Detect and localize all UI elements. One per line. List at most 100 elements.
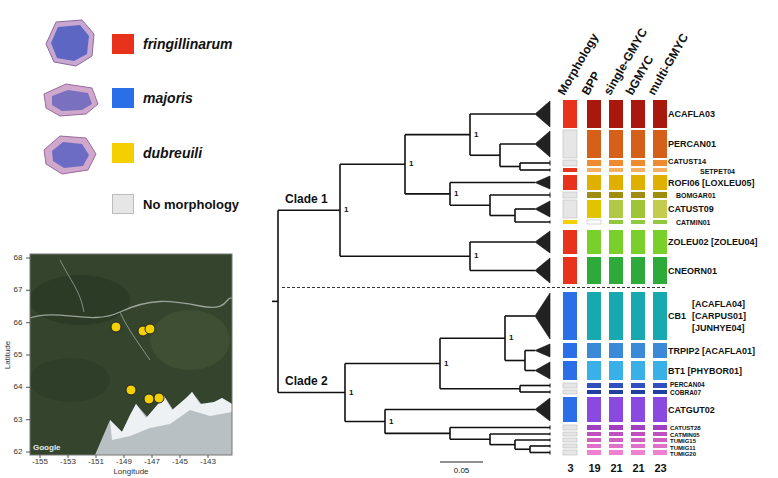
lineage-bar (609, 383, 623, 388)
lineage-bar (631, 168, 645, 172)
tree-branch (489, 434, 491, 445)
legend-swatch (112, 88, 134, 108)
tree-branch (340, 255, 470, 257)
axis-tick-label: 64 (14, 383, 23, 391)
lineage-bar (631, 450, 645, 455)
lineage-label: [CARPUS01] (692, 312, 746, 321)
tree-branch (520, 162, 550, 164)
axis-title: Latitude (4, 341, 12, 369)
graphic-part (26, 355, 30, 356)
tree-branch (440, 388, 520, 390)
collapsed-clade (535, 101, 550, 127)
support-value: 1 (349, 389, 353, 397)
mountains (95, 392, 232, 455)
scale-bar (440, 461, 483, 462)
tree-branch (524, 351, 526, 371)
lineage-bar (563, 257, 577, 284)
tree-branch (530, 452, 550, 454)
map-frame (30, 254, 232, 455)
axis-tick-label: 67 (14, 286, 23, 294)
lineage-bar (653, 343, 667, 358)
lineage-bar (631, 192, 645, 198)
lineage-bar (631, 361, 645, 380)
lineage-bar (563, 390, 577, 394)
graphic-part (26, 322, 30, 323)
lineage-bar (563, 450, 577, 455)
collapsed-clade (535, 231, 550, 253)
lineage-label: PERCAN04 (670, 382, 705, 389)
scale-label: 0.05 (454, 467, 470, 475)
tree-branch (449, 183, 451, 206)
support-value: 1 (389, 418, 393, 426)
tree-branch (450, 439, 490, 441)
tree-branch (520, 385, 550, 387)
tree-branch (385, 409, 535, 411)
tree-branch (340, 163, 405, 165)
lineage-bar (587, 130, 601, 158)
lineage-bar (653, 450, 667, 455)
lineage-bar (587, 230, 601, 254)
lineage-bar (653, 200, 667, 218)
support-value: 1 (409, 160, 413, 168)
lineage-bar (609, 292, 623, 340)
support-value: 1 (444, 360, 448, 368)
lineage-bar (631, 200, 645, 218)
tree-branch (515, 439, 550, 441)
lineage-label: TRPIP2 [ACAFLA01] (668, 346, 755, 355)
lineage-bar (653, 175, 667, 190)
legend-swatch (112, 34, 134, 54)
lineage-bar (653, 230, 667, 254)
tree-branch (515, 448, 530, 450)
lineage-label: CATUST14 (668, 158, 706, 166)
tree-branch (514, 209, 516, 222)
tree-branch (504, 316, 506, 361)
tree-branch (404, 135, 406, 194)
lineage-bar (631, 444, 645, 448)
lineage-bar (563, 192, 577, 198)
tree-branch (530, 445, 550, 447)
clade-label: Clade 1 (285, 193, 328, 205)
lineage-count: 23 (654, 463, 666, 474)
lineage-bar (587, 168, 601, 172)
lineage-bar (653, 100, 667, 128)
tree-branch (450, 182, 535, 184)
lineage-bar (653, 168, 667, 172)
lineage-bar (653, 257, 667, 284)
lineage-label: BOMGAR01 (676, 192, 716, 199)
lineage-bar (609, 192, 623, 198)
lineage-bar (609, 444, 623, 448)
lineage-label: CATUST28 (670, 425, 701, 431)
collapsed-clade (535, 176, 550, 189)
tree-branch (529, 446, 531, 453)
axis-tick-label: -153 (60, 458, 76, 466)
lineage-bar (609, 130, 623, 158)
tree-branch (505, 315, 535, 317)
lineage-bar (653, 397, 667, 422)
tree-branch (515, 221, 550, 223)
lineage-label: CB1 (668, 312, 686, 321)
lineage-bar (631, 257, 645, 284)
axis-tick-label: -145 (172, 458, 188, 466)
tree-branch (519, 163, 521, 170)
lineage-bar (563, 432, 577, 436)
lineage-label: TUMIG20 (670, 451, 696, 457)
lineage-label: ROFI06 [LOXLEU05] (668, 179, 755, 188)
lineage-bar (631, 160, 645, 166)
lineage-bar (587, 383, 601, 388)
legend-label: fringillinarum (143, 37, 232, 51)
lineage-label: BT1 [PHYBOR01] (668, 366, 742, 375)
river (60, 260, 84, 312)
lineage-bar (609, 432, 623, 436)
lineage-bar (563, 343, 577, 358)
tree-branch (345, 421, 385, 423)
graphic-part (145, 324, 155, 334)
lineage-bar (587, 432, 601, 436)
lineage-bar (587, 444, 601, 448)
graphic-part (26, 290, 30, 291)
legend-swatch (112, 143, 134, 163)
tree-branch (520, 169, 550, 171)
tree-branch (470, 154, 500, 156)
lineage-bar (631, 438, 645, 442)
lineage-bar (587, 361, 601, 380)
